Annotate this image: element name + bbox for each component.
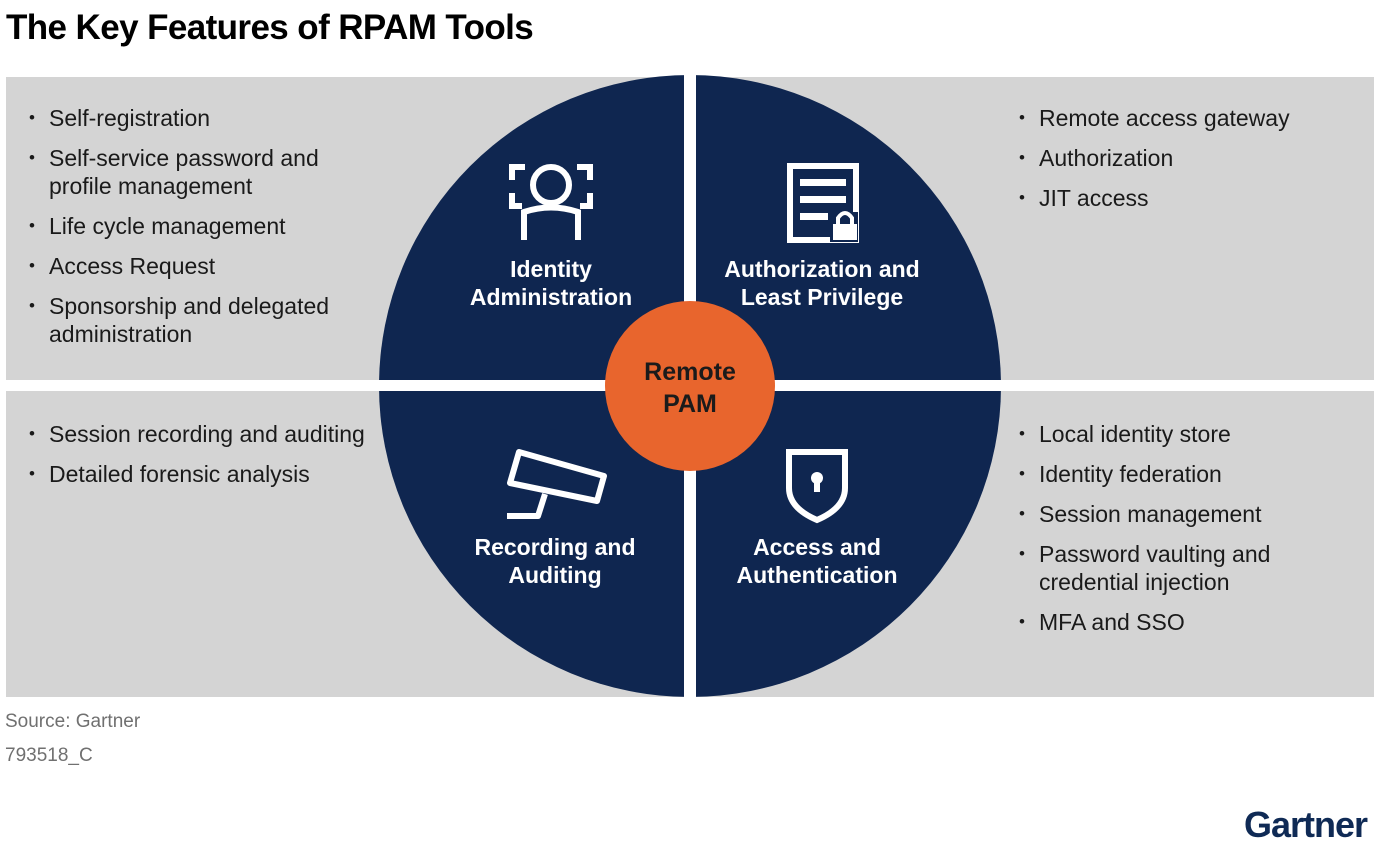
server-lock-icon (787, 163, 859, 243)
list-item: Life cycle management (27, 212, 387, 240)
security-camera-icon (507, 449, 607, 519)
quadrant-label-identity-administration: Identity Administration (469, 256, 633, 310)
bullet-list-access-authentication: Local identity store Identity federation… (1017, 420, 1357, 648)
bullet-list-authorization-least-privilege: Remote access gateway Authorization JIT … (1017, 104, 1357, 224)
list-item: Identity federation (1017, 460, 1357, 488)
list-item: Authorization (1017, 144, 1357, 172)
list-item: MFA and SSO (1017, 608, 1357, 636)
center-circle (605, 301, 775, 471)
list-item: JIT access (1017, 184, 1357, 212)
list-item: Session recording and auditing (27, 420, 367, 448)
list-item: Self-service password and profile manage… (27, 144, 387, 200)
list-item: Self-registration (27, 104, 387, 132)
page-title: The Key Features of RPAM Tools (6, 8, 534, 47)
list-item: Session management (1017, 500, 1357, 528)
brand-logo: Gartner (1244, 804, 1368, 845)
list-item: Local identity store (1017, 420, 1357, 448)
quadrant-label-authorization-least-privilege: Authorization and Least Privilege (724, 256, 920, 310)
bullet-list-identity-administration: Self-registration Self-service password … (27, 104, 387, 360)
bullet-list-recording-auditing: Session recording and auditing Detailed … (27, 420, 367, 500)
document-id: 793518_C (5, 745, 93, 766)
identity-person-icon (509, 164, 593, 240)
list-item: Remote access gateway (1017, 104, 1357, 132)
center-label: Remote PAM (644, 358, 736, 418)
list-item: Access Request (27, 252, 387, 280)
list-item: Sponsorship and delegated administration (27, 292, 387, 348)
source-note: Source: Gartner (5, 711, 141, 732)
list-item: Detailed forensic analysis (27, 460, 367, 488)
quadrant-label-access-authentication: Access and Authentication (736, 534, 898, 588)
quadrant-label-recording-auditing: Recording and Auditing (474, 534, 636, 588)
list-item: Password vaulting and credential injecti… (1017, 540, 1357, 596)
shield-keyhole-icon (786, 449, 848, 524)
